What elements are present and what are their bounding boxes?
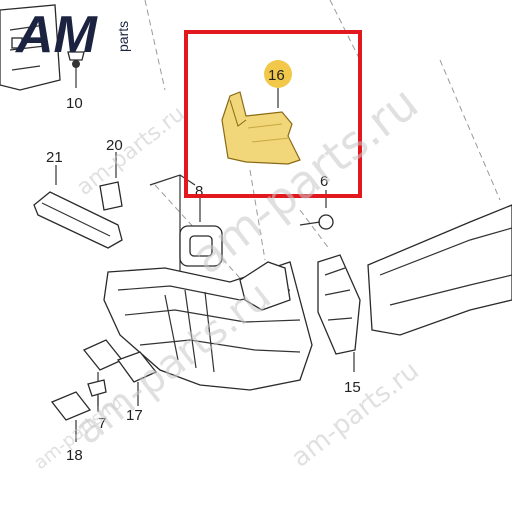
tail-light-assembly	[103, 261, 313, 391]
highlight-frame	[184, 30, 362, 198]
callout-7: 7	[98, 415, 106, 432]
callout-16: 16	[268, 67, 285, 84]
watermark: am-parts.ru	[72, 101, 189, 200]
small-clips	[50, 339, 158, 442]
right-lamp	[367, 204, 512, 336]
callout-8: 8	[195, 183, 203, 200]
part-10-screw	[67, 51, 85, 88]
part-21-strip	[33, 165, 123, 249]
part-6-bolt	[299, 190, 334, 230]
callout-10: 10	[66, 95, 83, 112]
callout-16-badge	[264, 60, 292, 88]
watermark: am-parts.ru	[286, 356, 425, 474]
part-15-plate	[317, 254, 361, 372]
callout-6: 6	[320, 173, 328, 190]
callout-20: 20	[106, 137, 123, 154]
top-left-bracket	[0, 4, 61, 91]
watermark: am-parts.ru	[182, 76, 428, 285]
callout-18: 18	[66, 447, 83, 464]
part-20-clip	[99, 152, 123, 211]
callout-15: 15	[344, 379, 361, 396]
logo-main: AM	[14, 6, 99, 64]
callouts: 10 21 20 8 6 15 7 17 18	[46, 95, 361, 464]
callout-17: 17	[126, 407, 143, 424]
part-16-bracket	[221, 91, 301, 165]
callout-21: 21	[46, 149, 63, 166]
highlight-box-part-16: 16	[184, 30, 362, 198]
logo-sub: parts	[115, 21, 131, 52]
part-8-ring	[149, 174, 223, 290]
logo: AM parts	[14, 6, 131, 64]
